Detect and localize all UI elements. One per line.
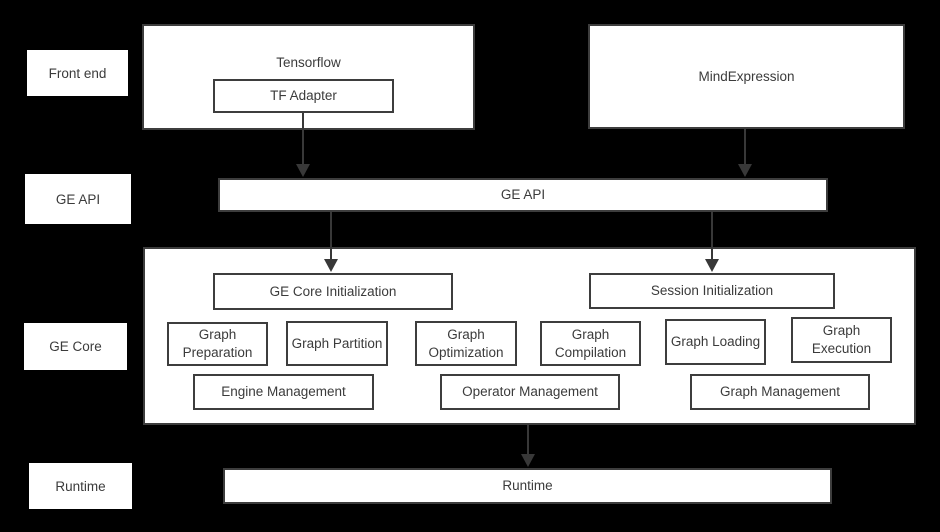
graph-preparation-text: Graph Preparation	[182, 327, 253, 360]
arrow-line	[330, 212, 332, 259]
runtime-bar-text: Runtime	[502, 478, 553, 494]
mind-expression-box: MindExpression	[588, 24, 905, 129]
tf-adapter-box: TF Adapter	[213, 79, 394, 113]
graph-compilation-box: Graph Compilation	[540, 321, 641, 366]
graph-execution-text: Graph Execution	[811, 323, 872, 356]
tensorflow-box: Tensorflow TF Adapter	[142, 24, 475, 130]
arrow-down-icon	[738, 164, 752, 177]
graph-partition-text: Graph Partition	[291, 335, 383, 351]
graph-loading-box: Graph Loading	[665, 319, 766, 365]
session-initialization-box: Session Initialization	[589, 273, 835, 309]
engine-management-box: Engine Management	[193, 374, 374, 410]
ge-api-bar-text: GE API	[500, 187, 546, 203]
operator-management-box: Operator Management	[440, 374, 620, 410]
layer-label-ge-core: GE Core	[24, 323, 127, 370]
ge-core-container: GE Core Initialization Session Initializ…	[143, 247, 916, 425]
layer-label-runtime: Runtime	[29, 463, 132, 509]
graph-optimization-text: Graph Optimization	[428, 326, 504, 360]
engine-management-text: Engine Management	[221, 384, 346, 400]
graph-partition-box: Graph Partition	[286, 321, 388, 366]
graph-compilation-text: Graph Compilation	[554, 326, 627, 360]
graph-loading-text: Graph Loading	[670, 334, 761, 350]
arrow-line	[527, 425, 529, 454]
arrow-line	[302, 113, 304, 164]
graph-preparation-box: Graph Preparation	[167, 322, 268, 366]
ge-core-initialization-text: GE Core Initialization	[269, 283, 397, 299]
layer-label-front-end-text: Front end	[48, 65, 107, 81]
layer-label-front-end: Front end	[27, 50, 128, 96]
arrow-down-icon	[324, 259, 338, 272]
arrow-line	[744, 129, 746, 164]
ge-core-initialization-box: GE Core Initialization	[213, 273, 453, 310]
layer-label-ge-core-text: GE Core	[49, 339, 102, 354]
arrow-mind-expression-to-ge-api	[738, 129, 752, 177]
ge-api-bar: GE API	[218, 178, 828, 212]
graph-optimization-box: Graph Optimization	[415, 321, 517, 366]
arrow-down-icon	[521, 454, 535, 467]
arrow-line	[711, 212, 713, 259]
arrow-ge-api-to-session-initialization	[705, 212, 719, 272]
layer-label-ge-api: GE API	[25, 174, 131, 224]
runtime-bar: Runtime	[223, 468, 832, 504]
tensorflow-title: Tensorflow	[276, 55, 341, 70]
graph-execution-box: Graph Execution	[791, 317, 892, 363]
graph-management-text: Graph Management	[719, 384, 841, 400]
session-initialization-text: Session Initialization	[650, 283, 774, 299]
arrow-down-icon	[705, 259, 719, 272]
operator-management-text: Operator Management	[462, 384, 598, 400]
layer-label-runtime-text: Runtime	[55, 478, 106, 494]
layer-label-ge-api-text: GE API	[55, 191, 101, 207]
arrow-ge-api-to-ge-core-initialization	[324, 212, 338, 272]
arrow-tf-adapter-to-ge-api	[296, 113, 310, 177]
arrow-down-icon	[296, 164, 310, 177]
tf-adapter-text: TF Adapter	[270, 88, 337, 104]
arrow-ge-core-to-runtime	[521, 425, 535, 467]
graph-management-box: Graph Management	[690, 374, 870, 410]
mind-expression-text: MindExpression	[698, 68, 795, 84]
